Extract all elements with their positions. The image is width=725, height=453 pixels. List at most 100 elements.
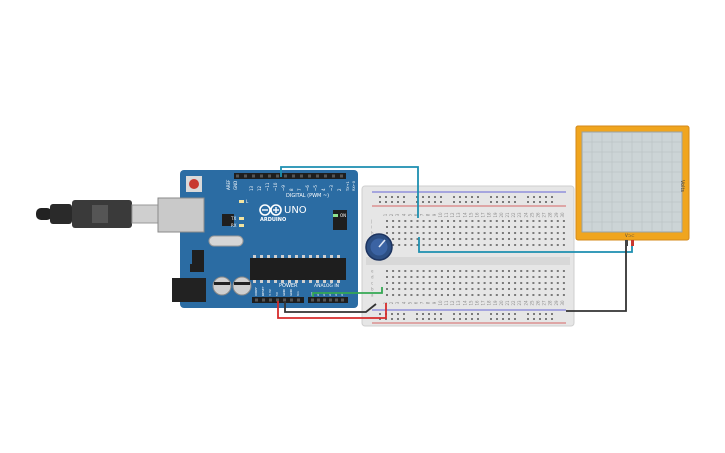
hole-g29[interactable] [556,238,559,240]
hole-f2[interactable] [392,244,395,246]
hole-b12[interactable] [453,288,456,290]
hole-h5[interactable] [410,232,413,234]
hole-i13[interactable] [459,226,462,228]
hole-j15[interactable] [471,220,474,222]
hole-a12[interactable] [453,294,456,296]
rail-bottom-neg-hole[interactable] [453,313,455,315]
rail-bottom-pos-hole[interactable] [490,318,492,320]
rail-top-pos-hole[interactable] [490,201,492,203]
hole-c4[interactable] [404,282,407,284]
hole-d12[interactable] [453,276,456,278]
hole-f17[interactable] [483,244,486,246]
hole-h2[interactable] [392,232,395,234]
rail-top-pos-hole[interactable] [471,201,473,203]
rail-bottom-pos-hole[interactable] [465,318,467,320]
hole-b11[interactable] [447,288,449,290]
hole-e1[interactable] [386,270,388,272]
hole-b16[interactable] [477,288,480,290]
rail-top-pos-hole[interactable] [391,201,393,203]
hole-j7[interactable] [422,220,425,222]
arduino-uno-board[interactable]: GND AREF 13 12 ~11 ~10 ~9 8 7 ~6 ~5 4 ~3… [157,170,358,308]
hole-d18[interactable] [489,276,492,278]
hole-i5[interactable] [410,226,413,228]
hole-b27[interactable] [544,288,547,290]
hole-g24[interactable] [526,238,529,240]
rail-top-neg-hole[interactable] [403,196,405,198]
wires[interactable] [277,166,633,319]
hole-a2[interactable] [392,294,395,296]
hole-h24[interactable] [526,232,529,234]
hole-h15[interactable] [471,232,474,234]
hole-a22[interactable] [514,294,517,296]
hole-d30[interactable] [562,276,565,278]
rail-bottom-neg-hole[interactable] [508,313,510,315]
rail-top-holes[interactable] [379,196,553,203]
hole-d15[interactable] [471,276,474,278]
hole-i8[interactable] [428,226,431,228]
hole-a9[interactable] [434,294,437,296]
rail-bottom-neg-hole[interactable] [533,313,535,315]
hole-f29[interactable] [556,244,559,246]
hole-h6[interactable] [416,232,419,234]
hole-j10[interactable] [440,220,443,222]
hole-c19[interactable] [495,282,498,284]
hole-e15[interactable] [471,270,474,272]
hole-c7[interactable] [422,282,425,284]
rail-bottom-pos-hole[interactable] [508,318,510,320]
hole-d14[interactable] [465,276,468,278]
hole-d5[interactable] [410,276,413,278]
hole-h11[interactable] [447,232,449,234]
hole-e26[interactable] [538,270,541,272]
hole-f22[interactable] [514,244,517,246]
rail-bottom-pos-hole[interactable] [422,318,424,320]
hole-i26[interactable] [538,226,541,228]
analog-pin-header[interactable] [308,297,348,303]
rail-bottom-pos-hole[interactable] [440,318,442,320]
hole-f30[interactable] [562,244,565,246]
hole-e8[interactable] [428,270,431,272]
hole-g2[interactable] [392,238,395,240]
hole-b13[interactable] [459,288,462,290]
rail-bottom-pos-hole[interactable] [545,318,547,320]
hole-i21[interactable] [508,226,510,228]
hole-c6[interactable] [416,282,419,284]
rail-bottom-neg-hole[interactable] [545,313,547,315]
rail-top-pos-hole[interactable] [539,201,541,203]
rail-bottom-neg-hole[interactable] [471,313,473,315]
rail-top-neg-hole[interactable] [490,196,492,198]
hole-j16[interactable] [477,220,480,222]
hole-i19[interactable] [495,226,498,228]
hole-c28[interactable] [550,282,553,284]
hole-g30[interactable] [562,238,565,240]
hole-f14[interactable] [465,244,468,246]
hole-b15[interactable] [471,288,474,290]
hole-c18[interactable] [489,282,492,284]
hole-d20[interactable] [501,276,504,278]
hole-d26[interactable] [538,276,541,278]
hole-d23[interactable] [520,276,523,278]
rail-top-neg-hole[interactable] [527,196,529,198]
hole-b26[interactable] [538,288,541,290]
multimeter-probe-pos[interactable] [631,240,634,246]
rail-top-pos-hole[interactable] [465,201,467,203]
hole-f23[interactable] [520,244,523,246]
hole-a19[interactable] [495,294,498,296]
rail-top-neg-hole[interactable] [514,196,516,198]
hole-d2[interactable] [392,276,395,278]
hole-j5[interactable] [410,220,413,222]
hole-j30[interactable] [562,220,565,222]
hole-i16[interactable] [477,226,480,228]
hole-g8[interactable] [428,238,431,240]
hole-h18[interactable] [489,232,492,234]
rail-top-pos-hole[interactable] [551,201,553,203]
wire-black-gnd[interactable] [284,301,377,313]
rail-bottom-neg-hole[interactable] [490,313,492,315]
hole-b8[interactable] [428,288,431,290]
hole-e16[interactable] [477,270,480,272]
hole-e28[interactable] [550,270,553,272]
hole-g9[interactable] [434,238,437,240]
hole-i18[interactable] [489,226,492,228]
rail-bottom-neg-hole[interactable] [434,313,436,315]
hole-j21[interactable] [508,220,510,222]
